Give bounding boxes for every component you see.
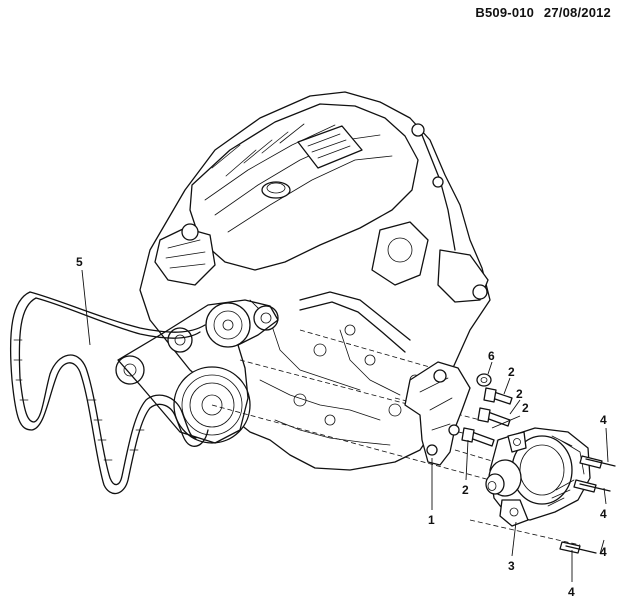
bolt-set-2: [461, 387, 513, 447]
bolt-set-4: [559, 455, 616, 554]
pump: [485, 427, 591, 527]
callout-2: 2: [462, 483, 469, 497]
callout-4: 4: [568, 585, 575, 599]
callout-6: 6: [488, 349, 495, 363]
callout-1: 1: [428, 513, 435, 527]
bracket: [404, 361, 471, 466]
leader-lines: [81, 269, 609, 582]
callout-4: 4: [600, 545, 607, 559]
callout-4: 4: [600, 413, 607, 427]
washer: [476, 373, 492, 387]
callout-3: 3: [508, 559, 515, 573]
callout-2: 2: [516, 387, 523, 401]
callout-4: 4: [600, 507, 607, 521]
callout-2: 2: [508, 365, 515, 379]
belt: [9, 291, 209, 495]
callout-2: 2: [522, 401, 529, 415]
callout-labels: 5 6 2 2 2 2 4 4 4 4 1 3: [76, 255, 607, 599]
diagram-code: B509-010: [475, 5, 535, 20]
diagram-date: 27/08/2012: [543, 5, 611, 20]
diagram-header: B509-010 27/08/2012: [469, 5, 611, 20]
callout-5: 5: [76, 255, 83, 269]
